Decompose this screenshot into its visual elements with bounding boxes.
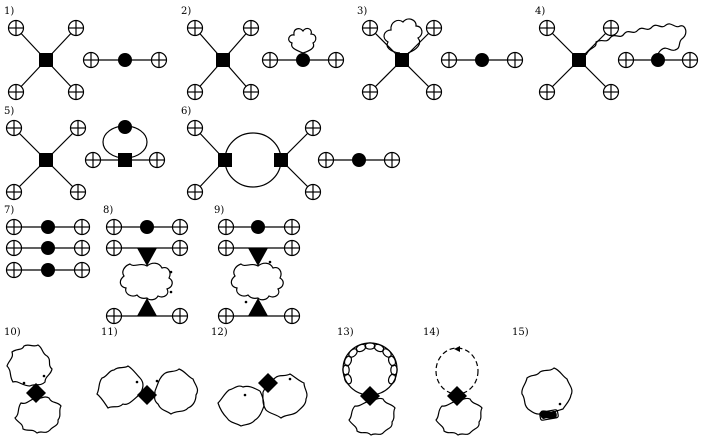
diagram-1 — [7, 19, 168, 101]
diagram-14 — [435, 346, 483, 436]
diagram-3 — [361, 18, 524, 101]
label-7: 7) — [4, 205, 14, 216]
gluon-loop — [342, 342, 398, 385]
diagram-13 — [342, 342, 398, 436]
label-5: 5) — [4, 106, 14, 117]
photon-loop — [288, 27, 317, 54]
label-2: 2) — [181, 6, 191, 17]
label-12: 12) — [211, 327, 228, 338]
diagram-12 — [217, 373, 308, 427]
label-1: 1) — [4, 6, 14, 17]
label-6: 6) — [181, 106, 191, 117]
label-10: 10) — [4, 327, 21, 338]
label-13: 13) — [337, 327, 354, 338]
diagram-4 — [538, 19, 699, 101]
label-14: 14) — [423, 327, 440, 338]
diagram-8 — [105, 218, 189, 325]
diagram-15 — [521, 367, 573, 421]
label-3: 3) — [357, 6, 367, 17]
photon-loop — [383, 18, 423, 54]
label-8: 8) — [103, 205, 113, 216]
diagram-2 — [186, 19, 345, 101]
label-15: 15) — [512, 327, 529, 338]
diagram-9 — [217, 218, 301, 325]
label-4: 4) — [535, 6, 545, 17]
diagram-10 — [6, 344, 62, 434]
label-11: 11) — [101, 327, 118, 338]
diagram-7 — [5, 218, 91, 279]
photon-line — [585, 23, 687, 56]
label-9: 9) — [214, 205, 224, 216]
diagram-6 — [186, 119, 401, 201]
diagram-11 — [96, 365, 199, 415]
diagram-5 — [5, 119, 166, 201]
